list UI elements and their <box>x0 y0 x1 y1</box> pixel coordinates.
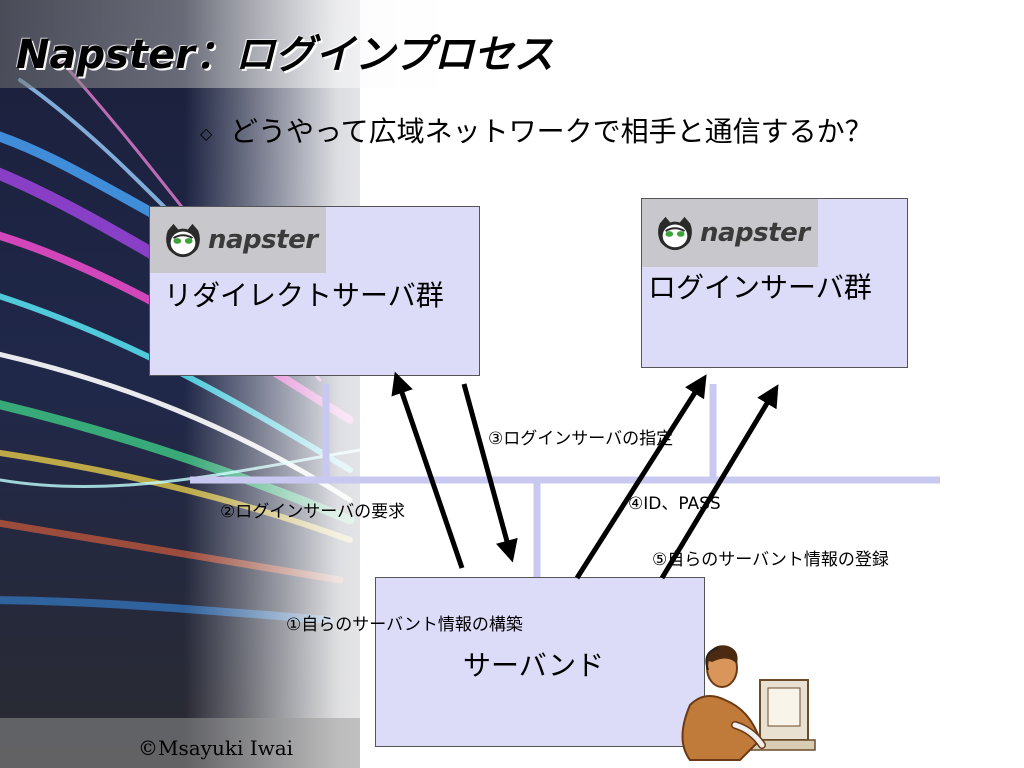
step-label: ⑤自らのサーバント情報の登録 <box>652 550 889 570</box>
napster-logo-text: napster <box>208 225 318 255</box>
servant-box <box>375 577 705 747</box>
step-label: ③ログインサーバの指定 <box>488 429 674 449</box>
servant-label: サーバンド <box>463 649 605 682</box>
bullet-text: どうやって広域ネットワークで相手と通信するか？ <box>230 115 873 148</box>
napster-logo: napster <box>150 207 326 273</box>
napster-logo-text: napster <box>700 218 810 248</box>
napster-cat-icon <box>166 223 200 258</box>
step-label: ①自らのサーバント情報の構築 <box>286 615 523 635</box>
step-label: ②ログインサーバの要求 <box>220 502 406 522</box>
bullet-point: ◇ どうやって広域ネットワークで相手と通信するか？ <box>200 110 873 150</box>
copyright-text: ©Msayuki Iwai <box>138 736 294 760</box>
login-server-label: ログインサーバ群 <box>648 271 872 304</box>
diamond-bullet-icon: ◇ <box>200 123 213 143</box>
step-label: ④ID、PASS <box>628 494 721 514</box>
redirect-server-label: リダイレクトサーバ群 <box>164 279 444 312</box>
napster-logo: napster <box>642 199 818 267</box>
napster-cat-icon <box>658 216 692 251</box>
slide-title: Napster：ログインプロセス <box>16 32 554 78</box>
